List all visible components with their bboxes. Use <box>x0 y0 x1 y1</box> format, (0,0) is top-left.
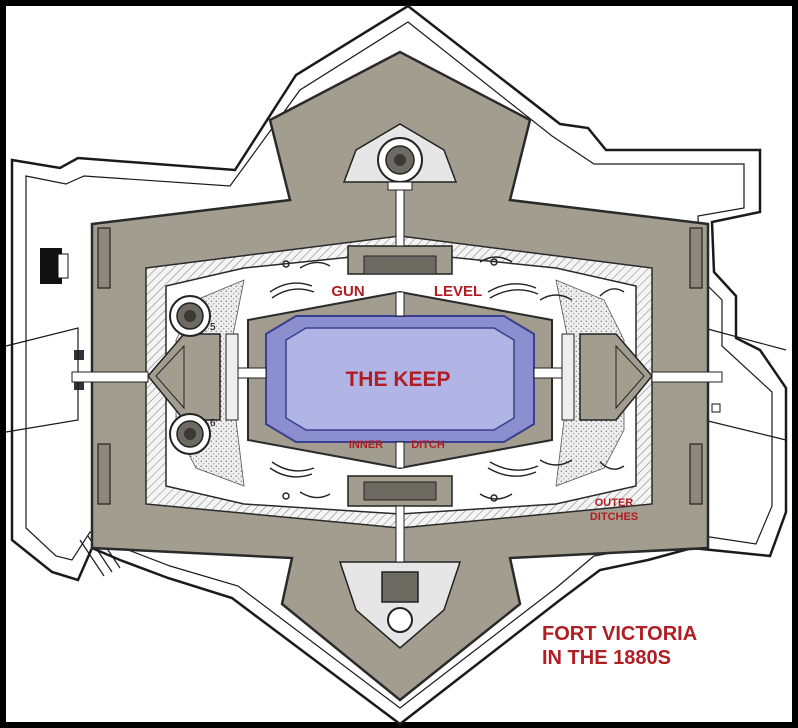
level-label: LEVEL <box>434 283 482 300</box>
north-gun-emplacements <box>269 256 625 301</box>
corner-emplacements <box>97 227 703 505</box>
outer-label: OUTER <box>595 497 634 509</box>
inner-label: INNER <box>349 439 383 451</box>
west-casemate <box>147 333 239 421</box>
south-gate-passage <box>395 505 405 563</box>
south-passage <box>395 441 405 469</box>
south-bastion <box>338 561 462 649</box>
tower-5 <box>169 295 211 337</box>
east-casemate <box>561 333 653 421</box>
gun-label: GUN <box>331 283 364 300</box>
ditch-label: DITCH <box>411 439 445 451</box>
east-causeway <box>703 327 787 441</box>
south-casemate <box>347 475 453 507</box>
west-rampart-passage <box>71 371 149 383</box>
ditches-label: DITCHES <box>590 511 638 523</box>
west-causeway-square-2 <box>74 380 84 390</box>
north-bastion <box>342 123 458 191</box>
west-gate-notch <box>57 253 69 279</box>
tower-6 <box>169 413 211 455</box>
north-gate-passage <box>395 189 405 247</box>
west-gate-block <box>40 248 62 284</box>
title-line-2: IN THE 1880S <box>542 647 671 669</box>
tower-5-number: 5 <box>210 322 216 333</box>
south-gun-emplacements <box>269 459 625 502</box>
keep-label: THE KEEP <box>345 368 450 391</box>
east-rampart-passage <box>651 371 723 383</box>
west-causeway-square-1 <box>74 350 84 360</box>
east-causeway-square <box>711 403 721 413</box>
tower-6-number: 6 <box>210 418 216 429</box>
title-line-1: FORT VICTORIA <box>542 623 697 645</box>
north-passage <box>395 291 405 317</box>
north-casemate <box>347 245 453 275</box>
keep-inner <box>285 327 515 431</box>
